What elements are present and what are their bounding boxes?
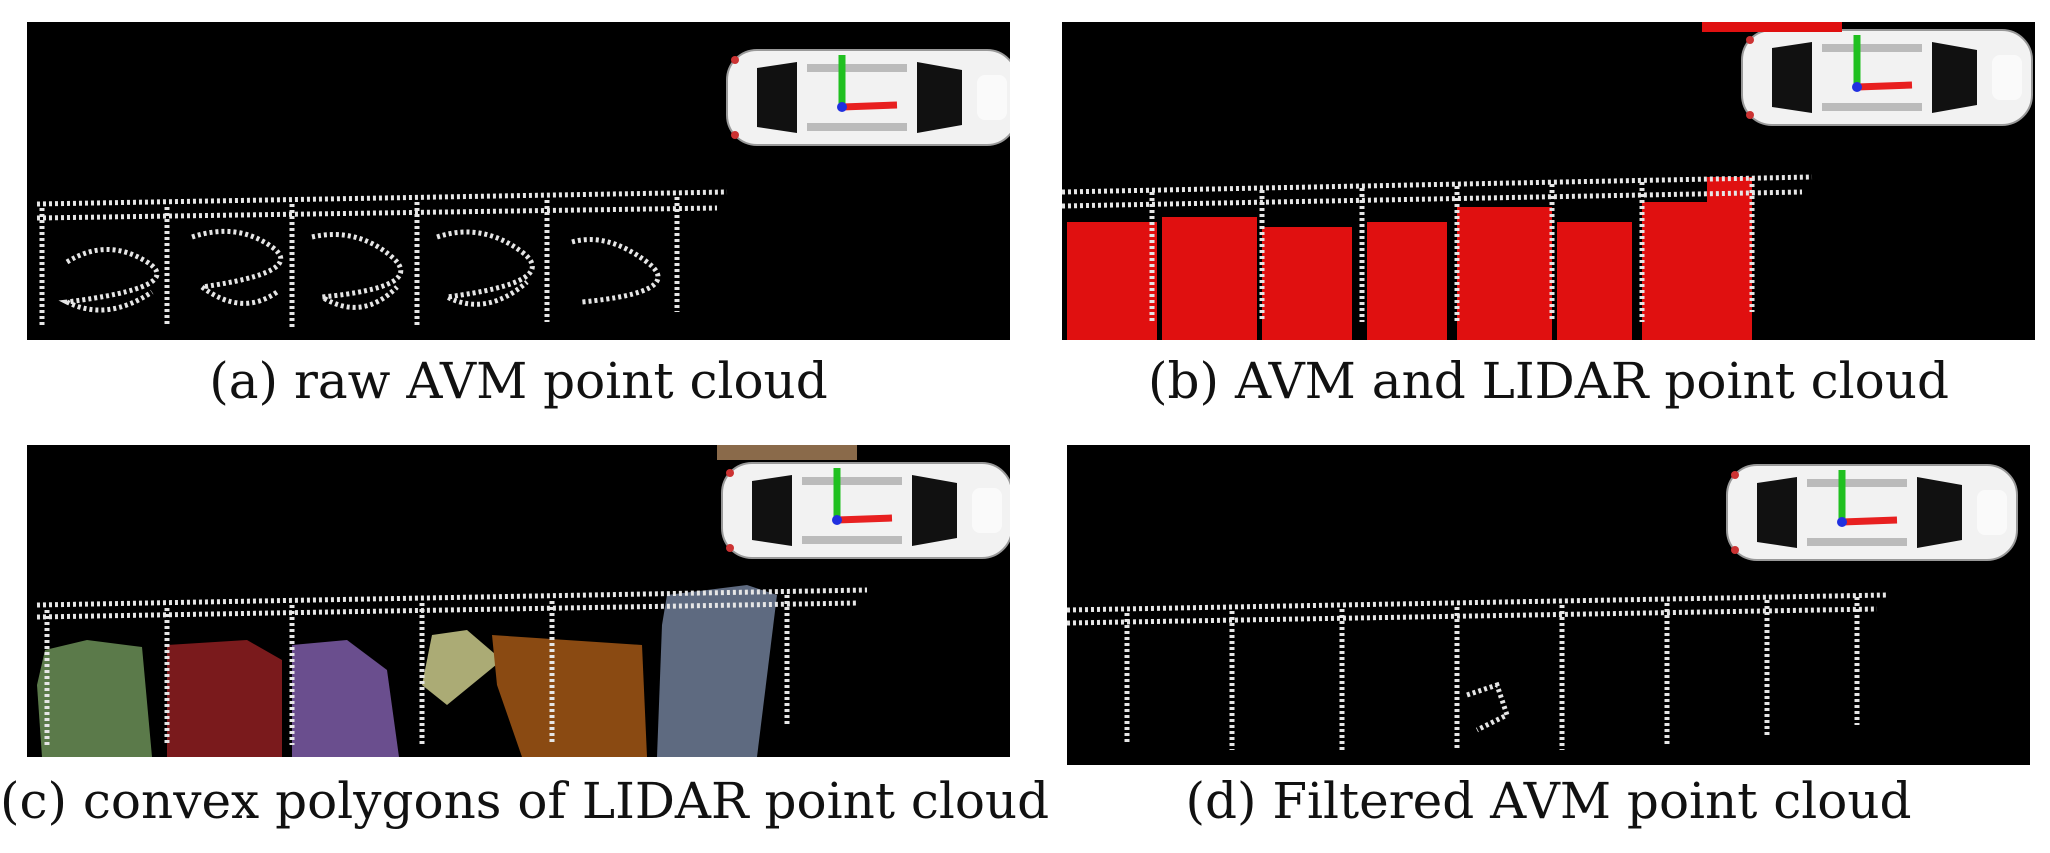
ego-vehicle <box>721 462 1010 559</box>
avm-points <box>1062 174 1813 322</box>
caption-d: (d) Filtered AVM point cloud <box>1185 772 1912 830</box>
x-axis-arrow <box>1856 81 1913 91</box>
polygon-green <box>37 640 152 757</box>
avm-lidar-point-cloud-plot <box>1062 22 2033 340</box>
filtered-avm-point-cloud-plot <box>1067 464 2018 750</box>
z-axis-marker <box>837 102 847 112</box>
panel-d-filtered-avm <box>1067 445 2030 765</box>
avm-points <box>36 587 868 745</box>
x-axis-arrow <box>1841 516 1898 526</box>
z-axis-marker <box>1852 82 1862 92</box>
lidar-points <box>1067 22 1842 340</box>
ego-vehicle <box>1726 464 2018 561</box>
avm-points <box>36 189 728 327</box>
polygon-slate <box>657 585 777 757</box>
polygon-purple <box>292 640 399 757</box>
raw-avm-point-cloud-plot <box>36 49 1010 327</box>
z-axis-marker <box>1837 517 1847 527</box>
x-axis-arrow <box>836 514 893 524</box>
panel-a-raw-avm <box>27 22 1010 340</box>
convex-polygons <box>37 585 777 757</box>
x-axis-arrow <box>841 101 898 111</box>
polygon-yellow <box>422 630 502 705</box>
caption-a: (a) raw AVM point cloud <box>209 352 828 410</box>
z-axis-marker <box>832 515 842 525</box>
polygon-brown <box>717 445 857 460</box>
polygon-orange <box>492 635 647 757</box>
panel-c-convex-polygons <box>27 445 1010 757</box>
caption-b: (b) AVM and LIDAR point cloud <box>1148 352 1949 410</box>
ego-vehicle <box>726 49 1010 146</box>
avm-points <box>1067 592 1888 750</box>
convex-polygons-plot <box>36 445 1010 757</box>
panel-b-avm-and-lidar <box>1062 22 2035 340</box>
ego-vehicle <box>1741 29 2033 126</box>
polygon-red <box>167 640 282 757</box>
caption-c: (c) convex polygons of LIDAR point cloud <box>0 772 1050 830</box>
